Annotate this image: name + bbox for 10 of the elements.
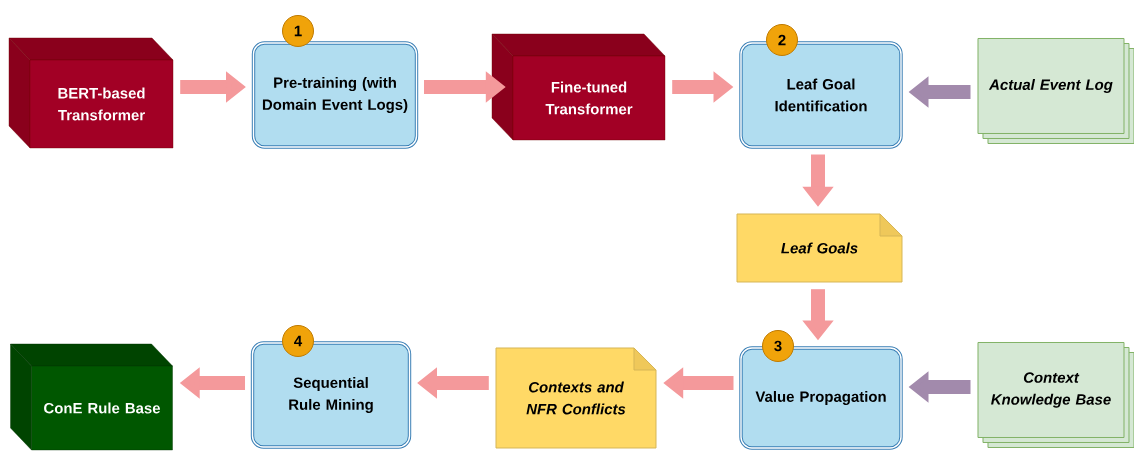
number-badge: 4 — [282, 325, 314, 357]
process-box: Pre-training (with Domain Event Logs) — [251, 41, 419, 149]
number-badge: 3 — [762, 330, 794, 362]
document-stack: Actual Event Log — [977, 38, 1134, 144]
document-stack: Context Knowledge Base — [977, 342, 1134, 448]
cube-block: ConE Rule Base — [10, 343, 173, 451]
cube-block: BERT-based Transformer — [8, 37, 174, 149]
cube-block: Fine-tuned Transformer — [491, 33, 666, 141]
number-badge: 1 — [282, 15, 314, 47]
number-badge: 2 — [766, 24, 798, 56]
